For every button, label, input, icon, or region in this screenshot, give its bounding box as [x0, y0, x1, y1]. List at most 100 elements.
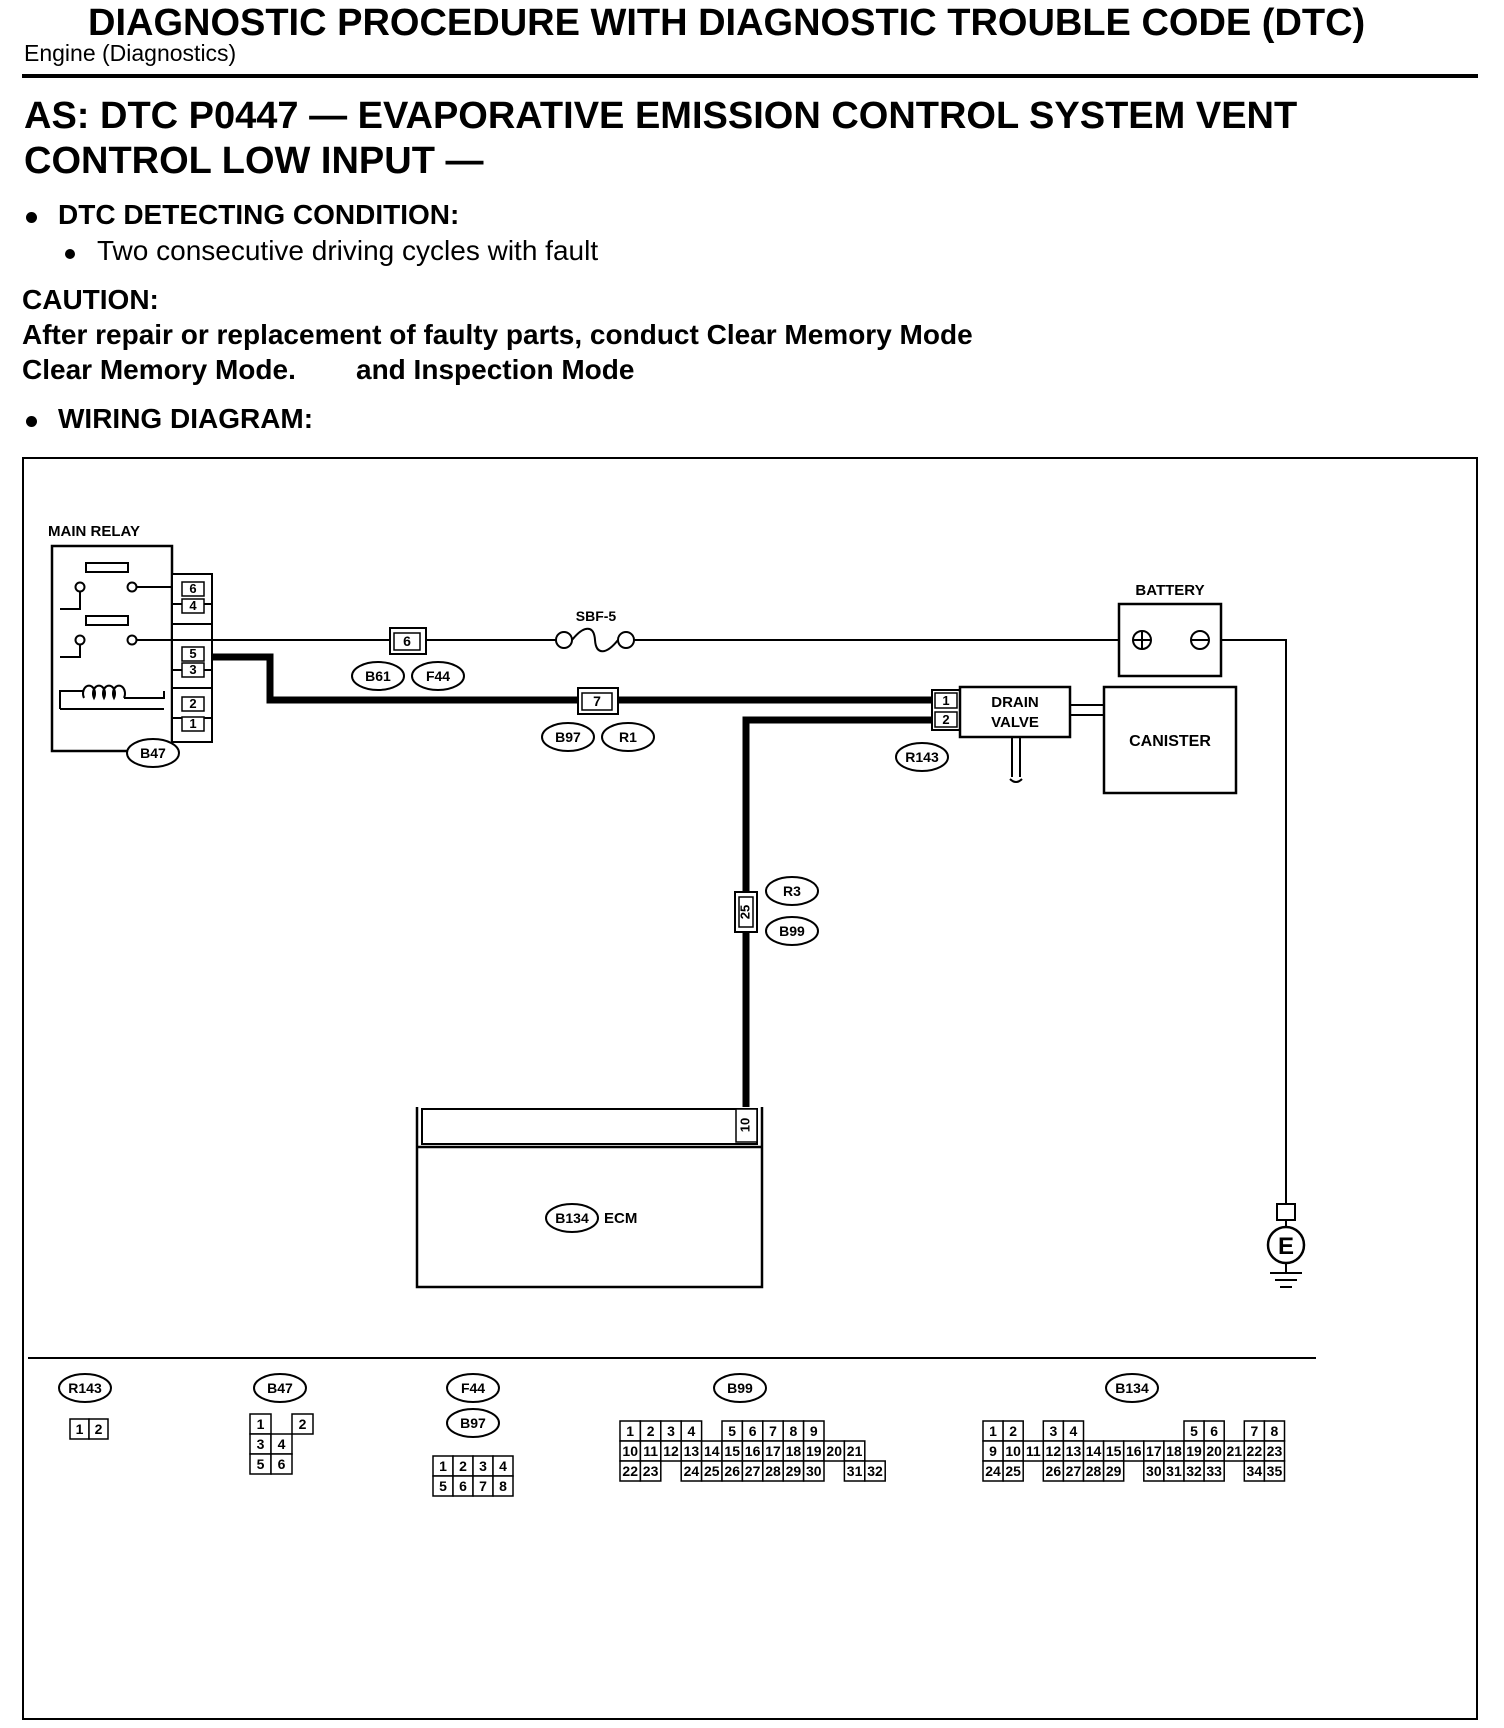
b99-pin-15: 15	[724, 1443, 740, 1459]
b99-pin-3: 3	[667, 1423, 675, 1439]
drain-valve-pin-2: 2	[942, 712, 949, 727]
b134-pin-18: 18	[1166, 1443, 1182, 1459]
relay-pin-6: 6	[189, 581, 196, 596]
relay-pin-4: 4	[189, 598, 197, 613]
connector-view-f44-b97: F44 B97	[446, 1373, 500, 1438]
connector-f44-tag: F44	[426, 668, 450, 684]
b47-pin-5: 5	[257, 1456, 265, 1472]
b99-pin-30: 30	[806, 1463, 822, 1479]
b134-pin-23: 23	[1267, 1443, 1283, 1459]
joint-b61-pin: 6	[403, 633, 411, 649]
b134-pin-27: 27	[1066, 1463, 1082, 1479]
battery-label: BATTERY	[1135, 582, 1204, 599]
bullet-icon	[26, 212, 37, 223]
b134-pin-5: 5	[1190, 1423, 1198, 1439]
connector-view-b47-tag: B47	[267, 1380, 293, 1396]
connector-view-b97-tag: B97	[460, 1415, 486, 1431]
connector-b134-tag: B134	[555, 1210, 589, 1226]
b134-pin-33: 33	[1206, 1463, 1222, 1479]
document-title: DIAGNOSTIC PROCEDURE WITH DIAGNOSTIC TRO…	[88, 2, 1366, 44]
bullet-icon	[26, 416, 37, 427]
drain-valve-pin-1: 1	[942, 693, 949, 708]
connector-view-r143-tag: R143	[68, 1380, 102, 1396]
connector-r1-tag: R1	[619, 729, 637, 745]
b134-pin-9: 9	[989, 1443, 997, 1459]
f44-b97-pin-5: 5	[439, 1478, 447, 1494]
b99-pin-1: 1	[626, 1423, 634, 1439]
b134-pin-35: 35	[1267, 1463, 1283, 1479]
relay-switch-icon	[60, 562, 172, 610]
f44-b97-pin-1: 1	[439, 1458, 447, 1474]
f44-b97-pin-8: 8	[499, 1478, 507, 1494]
canister-label: CANISTER	[1129, 733, 1211, 750]
b99-pin-7: 7	[769, 1423, 777, 1439]
wiring-diagram: MAIN RELAY 6 4 5 3 2 1	[22, 457, 1478, 1720]
wire-drain-valve-to-ecm	[742, 716, 932, 892]
ecm-label: ECM	[604, 1210, 637, 1227]
b134-pin-4: 4	[1070, 1423, 1078, 1439]
b134-pin-14: 14	[1086, 1443, 1102, 1459]
caution-label: CAUTION:	[22, 284, 159, 315]
b99-pin-19: 19	[806, 1443, 822, 1459]
relay-pin-3: 3	[189, 662, 196, 677]
joint-r3-pin: 25	[737, 905, 752, 919]
b99-pin-4: 4	[688, 1423, 696, 1439]
relay-pin-1: 1	[189, 716, 196, 731]
b99-pin-12: 12	[663, 1443, 679, 1459]
b99-pin-13: 13	[684, 1443, 700, 1459]
connector-view-b99-tag: B99	[727, 1380, 753, 1396]
f44-b97-pin-6: 6	[459, 1478, 467, 1494]
r143-cell	[88, 1418, 109, 1440]
b99-pin-24: 24	[684, 1463, 700, 1479]
detecting-condition-label: DTC DETECTING CONDITION:	[58, 199, 460, 230]
f44-b97-pin-7: 7	[479, 1478, 487, 1494]
r143-pin-1: 1	[76, 1421, 84, 1437]
b134-pin-12: 12	[1046, 1443, 1062, 1459]
b134-pin-6: 6	[1210, 1423, 1218, 1439]
ground-icon: E	[1266, 1203, 1306, 1288]
b47-pin-6: 6	[278, 1456, 286, 1472]
b134-pin-17: 17	[1146, 1443, 1162, 1459]
b99-pin-5: 5	[728, 1423, 736, 1439]
b99-pin-29: 29	[786, 1463, 802, 1479]
b134-pin-30: 30	[1146, 1463, 1162, 1479]
b47-cell	[270, 1453, 293, 1475]
b134-cell	[1203, 1460, 1225, 1482]
b47-pin-3: 3	[257, 1436, 265, 1452]
detecting-condition-item: Two consecutive driving cycles with faul…	[97, 235, 599, 266]
connector-view-b134: B134	[1105, 1373, 1159, 1403]
connector-view-b47: B47	[253, 1373, 307, 1403]
b99-pin-31: 31	[847, 1463, 863, 1479]
drain-valve-label-2: VALVE	[991, 714, 1039, 731]
b134-pin-19: 19	[1186, 1443, 1202, 1459]
b134-pin-13: 13	[1066, 1443, 1082, 1459]
b99-pin-14: 14	[704, 1443, 720, 1459]
caution-line-1: After repair or replacement of faulty pa…	[22, 319, 973, 350]
b134-pin-20: 20	[1206, 1443, 1222, 1459]
b99-pin-2: 2	[647, 1423, 655, 1439]
connector-view-r143: R143	[58, 1373, 112, 1403]
b134-pin-3: 3	[1049, 1423, 1057, 1439]
b134-cell	[1102, 1460, 1125, 1482]
b134-cell	[1002, 1460, 1024, 1482]
ecm: 10 B134 ECM	[415, 1107, 764, 1289]
relay-switch-icon	[60, 615, 172, 658]
relay-pin-5: 5	[189, 646, 196, 661]
connector-b97-tag: B97	[555, 729, 581, 745]
connector-r3-tag: R3	[783, 883, 801, 899]
b99-pin-11: 11	[643, 1443, 658, 1459]
b99-pin-32: 32	[867, 1463, 883, 1479]
fuse-sbf5-icon: SBF-5	[555, 608, 635, 653]
b47-pin-2: 2	[299, 1416, 307, 1432]
f44-b97-cell	[492, 1475, 514, 1497]
connector-r143-tag: R143	[905, 749, 939, 765]
b99-pin-6: 6	[749, 1423, 757, 1439]
header-divider	[22, 74, 1478, 78]
section-title: AS: DTC P0447 — EVAPORATIVE EMISSION CON…	[24, 95, 1298, 182]
relay-coil-icon	[59, 684, 165, 710]
f44-b97-pin-2: 2	[459, 1458, 467, 1474]
main-relay: MAIN RELAY 6 4 5 3 2 1	[48, 523, 213, 768]
b134-pin-28: 28	[1086, 1463, 1102, 1479]
b47-cell	[291, 1413, 314, 1435]
b134-pin-22: 22	[1247, 1443, 1263, 1459]
